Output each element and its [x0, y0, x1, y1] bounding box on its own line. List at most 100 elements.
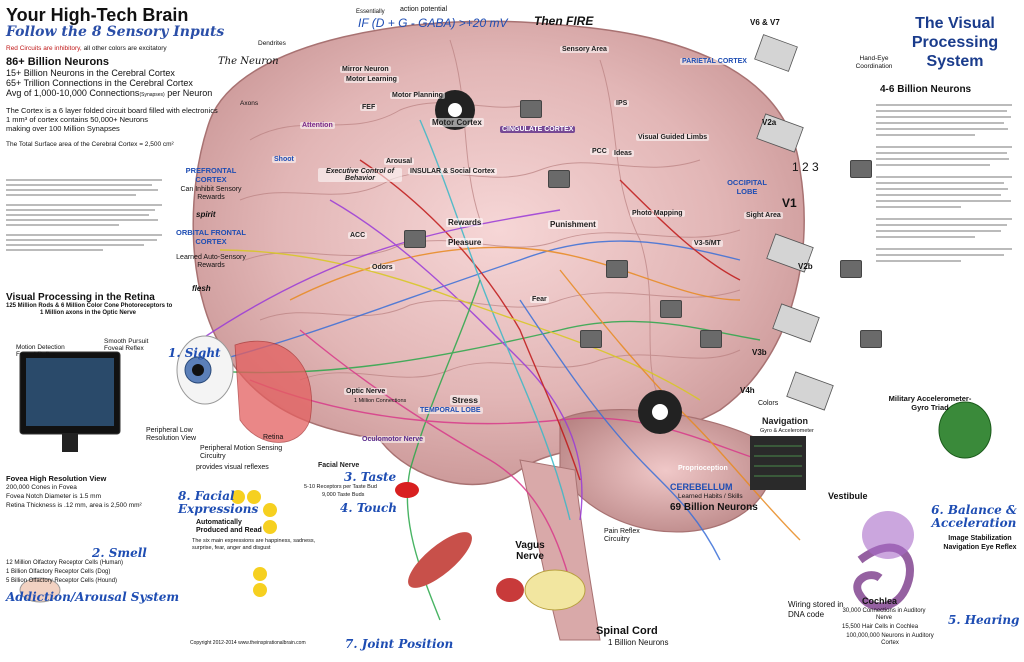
label-optic-nerve: Optic Nerve [344, 388, 388, 395]
sense-sight: 1. Sight [168, 346, 221, 360]
visual-title-3: System [926, 53, 984, 70]
label-temporal: TEMPORAL LOBE [418, 407, 483, 414]
label-vagus: Vagus Nerve [515, 540, 545, 562]
stat-line-5: 1 mm³ of cortex contains 50,000+ Neurons [6, 115, 148, 124]
label-visual-guided: Visual Guided Limbs [636, 134, 710, 141]
label-cingulate: CINGULATE CORTEX [500, 126, 576, 133]
label-cochlea-sub-3: 100,000,000 Neurons in Auditory Cortex [846, 633, 934, 646]
retina-motion: Motion Detection Foveal Reflex [16, 344, 65, 358]
label-spirit: spirit [196, 210, 216, 219]
smell-line-2: 1 Billion Olfactory Receptor Cells (Dog) [6, 569, 111, 575]
brain-thumbnail [520, 100, 542, 118]
dendrites-label: Dendrites [258, 40, 286, 47]
label-vestibule: Vestibule [828, 491, 868, 501]
sense-joint: 7. Joint Position [345, 637, 454, 651]
brain-thumbnail [860, 330, 882, 348]
formula-main: IF (D + G - GABA) >+20 mV [358, 16, 508, 30]
retina-provides: provides visual reflexes [196, 464, 269, 471]
visual-v3b: V3b [752, 348, 767, 357]
visual-v6v7: V6 & V7 [750, 18, 780, 27]
visual-neurons: 4-6 Billion Neurons [880, 84, 972, 95]
label-fef: FEF [360, 104, 378, 111]
sense-touch: 4. Touch [340, 501, 398, 515]
retina-diam: Fovea Notch Diameter is 1.5 mm [6, 493, 102, 500]
visual-v2a: V2a [762, 118, 777, 127]
label-image-stab: Image Stabilization Navigation Eye Refle… [943, 535, 1017, 551]
label-optic-sub: 1 Million Connections [354, 398, 407, 404]
retina-smooth: Smooth Pursuit Foveal Reflex [104, 338, 149, 352]
label-cochlea: Cochlea [862, 596, 898, 606]
label-acc: ACC [348, 232, 368, 239]
label-cerebellum: CEREBELLUM [670, 482, 733, 492]
stat-line-7: The Total Surface area of the Cerebral C… [6, 141, 174, 148]
retina-thick: Retina Thickness is .12 mm, area is 2,50… [6, 502, 142, 509]
label-photo-mapping: Photo Mapping [630, 210, 685, 217]
taste-sub-2: 9,000 Taste Buds [322, 492, 365, 498]
stat-line-2: 65+ Trillion Connections in the Cerebral… [6, 78, 193, 88]
label-oculomotor: Oculomotor Nerve [360, 436, 426, 443]
label-flesh: flesh [192, 284, 211, 293]
stat-note-1 [6, 98, 246, 106]
smell-line-3: 5 Billion Olfactory Receptor Cells (Houn… [6, 578, 118, 584]
label-navigation: Navigation [760, 416, 811, 426]
label-stress: Stress [450, 395, 480, 405]
retina-peripheral-motion: Peripheral Motion Sensing Circuitry [200, 445, 283, 460]
brain-thumbnail [606, 260, 628, 278]
formula-then: Then FIRE [534, 14, 594, 28]
label-motor-learning: Motor Learning [344, 76, 399, 83]
brain-thumbnail [700, 330, 722, 348]
retina-title: Visual Processing in the Retina [6, 292, 155, 303]
visual-v1: V1 [782, 196, 797, 210]
label-proprioception: Proprioception [678, 465, 728, 472]
label-arousal: Arousal [384, 158, 415, 165]
label-motor-cortex: Motor Cortex [430, 118, 484, 127]
retina-peripheral-low: Peripheral Low Resolution View [146, 427, 197, 442]
stat-line-1: 15+ Billion Neurons in the Cerebral Cort… [6, 68, 175, 78]
stat-line-3c: per Neuron [167, 88, 213, 98]
label-cerebellum-n: 69 Billion Neurons [670, 502, 758, 513]
stats-block: 86+ Billion Neurons 15+ Billion Neurons … [6, 56, 246, 148]
label-military: Military Accelerometer-Gyro Triad [888, 394, 972, 412]
stat-note-2 [6, 133, 246, 141]
label-pleasure: Pleasure [446, 238, 484, 247]
label-sensory-area: Sensory Area [560, 46, 609, 53]
label-sight-area: Sight Area [744, 212, 783, 219]
visual-occipital: OCCIPITAL LOBE [727, 178, 767, 196]
label-shoot: Shoot [272, 156, 296, 163]
quote-block-left [6, 176, 168, 286]
sense-balance: 6. Balance & Acceleration [931, 503, 1017, 530]
brain-thumbnail [580, 330, 602, 348]
label-mirror-neuron: Mirror Neuron [340, 66, 391, 73]
smell-line-1: 12 Million Olfactory Receptor Cells (Hum… [6, 560, 124, 566]
visual-hand-eye: Hand-Eye Coordination [855, 55, 893, 70]
label-orbital-sub: Learned Auto-Sensory Rewards [176, 254, 246, 269]
label-wiring: Wiring stored in DNA code [788, 600, 844, 619]
visual-colors: Colors [758, 400, 779, 407]
label-ips: IPS [614, 100, 630, 107]
taste-sub-1: 5-10 Receptors per Taste Bud [304, 484, 377, 490]
stat-line-3a: Avg of 1,000-10,000 Connections [6, 88, 140, 98]
legend-line: Red Circuits are inhibitory, all other c… [6, 45, 167, 52]
formula-action: action potential [400, 6, 448, 13]
visual-title-2: Processing [911, 34, 999, 51]
sense-taste: 3. Taste [344, 470, 397, 484]
retina-sub-1: 125 Million Rods & 6 Million Color Cone … [6, 303, 173, 309]
stat-line-3: Avg of 1,000-10,000 Connections(Synapses… [6, 88, 246, 98]
label-punishment: Punishment [548, 220, 598, 229]
label-fear: Fear [530, 296, 549, 303]
page-subtitle: Follow the 8 Sensory Inputs [6, 24, 225, 40]
sense-smell: 2. Smell [92, 546, 147, 560]
visual-numbers: 1 2 3 [792, 160, 819, 174]
stat-line-3b: (Synapses) [139, 92, 165, 98]
brain-thumbnail [548, 170, 570, 188]
label-spinal-sub: 1 Billion Neurons [608, 638, 669, 647]
legend-inhibitory: Red Circuits are inhibitory, [6, 45, 82, 52]
retina-sub-2: 1 Million axons in the Optic Nerve [40, 310, 137, 316]
facial-sub: Automatically Produced and Read [196, 519, 262, 534]
visual-v2b: V2b [798, 262, 813, 271]
visual-title-1: The Visual [915, 15, 995, 32]
label-odors: Odors [370, 264, 395, 271]
label-navigation-sub: Gyro & Accelerometer [760, 428, 814, 434]
retina-fovea: Fovea High Resolution View [6, 474, 107, 483]
label-parietal: PARIETAL CORTEX [680, 58, 749, 65]
